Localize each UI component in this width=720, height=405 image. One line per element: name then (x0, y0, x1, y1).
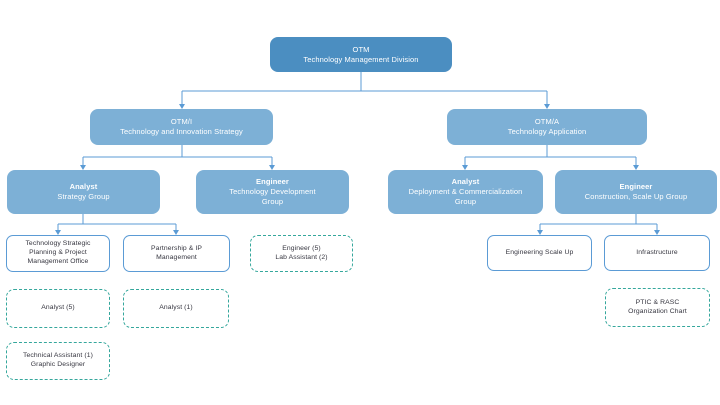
node-label: Analyst (1) (159, 304, 193, 312)
node-analyst-strategy-group: Analyst Strategy Group (7, 170, 160, 214)
node-partnership-ip-management: Partnership & IP Management (123, 235, 230, 272)
node-title: OTM (352, 44, 370, 54)
node-label: Technology Strategic Planning & Project … (25, 240, 91, 265)
node-subtitle: Deployment & Commercialization Group (408, 187, 523, 206)
node-technical-assistant-graphic-designer: Technical Assistant (1) Graphic Designer (6, 342, 110, 380)
node-analyst-deployment-commercialization-group: Analyst Deployment & Commercialization G… (388, 170, 543, 214)
node-engineer-lab-assistant: Engineer (5) Lab Assistant (2) (250, 235, 353, 272)
node-label: Analyst (5) (41, 304, 75, 312)
node-label: PTIC & RASC (635, 298, 680, 306)
node-technology-strategic-planning-pmo: Technology Strategic Planning & Project … (6, 235, 110, 272)
node-title: Analyst (69, 182, 98, 192)
node-title: Engineer (256, 177, 289, 187)
node-infrastructure: Infrastructure (604, 235, 710, 271)
node-label: Infrastructure (636, 248, 678, 256)
node-subtitle: Technology Development Group (229, 187, 316, 206)
node-title: OTM/I (170, 117, 193, 127)
node-title: OTM/A (534, 117, 560, 127)
node-label: Partnership & IP Management (150, 244, 203, 261)
node-engineer-construction-scale-up-group: Engineer Construction, Scale Up Group (555, 170, 717, 214)
node-otma: OTM/A Technology Application (447, 109, 647, 145)
node-engineering-scale-up: Engineering Scale Up (487, 235, 592, 271)
node-subtitle: Technology and Innovation Strategy (120, 127, 243, 136)
node-sublabel: Graphic Designer (30, 361, 86, 368)
node-otmi: OTM/I Technology and Innovation Strategy (90, 109, 273, 145)
node-otm: OTM Technology Management Division (270, 37, 452, 72)
node-analyst-5: Analyst (5) (6, 289, 110, 328)
node-label: Engineer (5) (282, 244, 321, 252)
node-analyst-1: Analyst (1) (123, 289, 229, 328)
node-subtitle: Strategy Group (57, 192, 110, 201)
node-sublabel: Lab Assistant (2) (275, 253, 328, 261)
node-subtitle: Construction, Scale Up Group (584, 192, 688, 201)
node-subtitle: Technology Management Division (303, 54, 419, 64)
node-ptic-rasc-org-chart: PTIC & RASC Organization Chart (605, 288, 710, 327)
node-subtitle: Technology Application (507, 127, 587, 136)
node-label: Engineering Scale Up (505, 248, 574, 256)
node-engineer-technology-development-group: Engineer Technology Development Group (196, 170, 349, 214)
node-title: Engineer (619, 182, 653, 192)
node-label: Technical Assistant (1) (23, 352, 93, 360)
node-sublabel: Organization Chart (628, 307, 687, 315)
node-title: Analyst (451, 177, 480, 187)
